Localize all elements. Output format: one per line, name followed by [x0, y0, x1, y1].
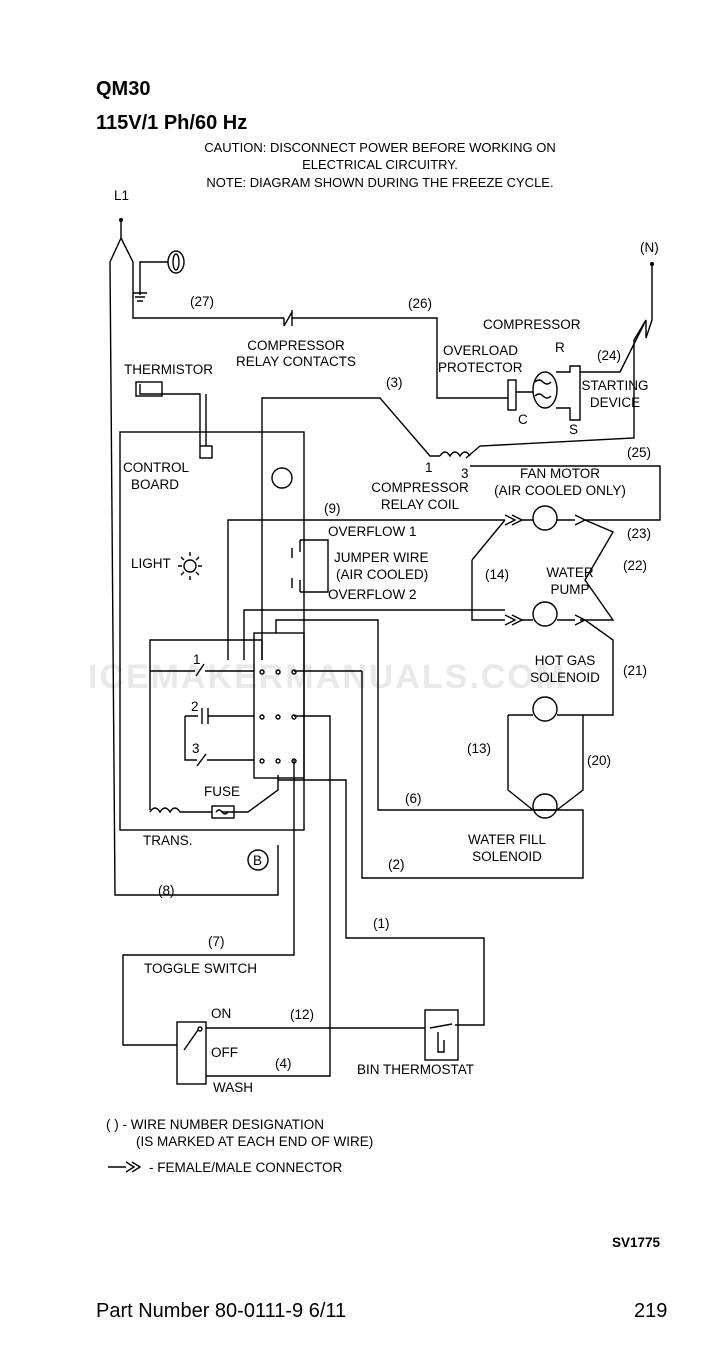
wire-3: (3) — [386, 375, 403, 390]
toggle-switch-label: TOGGLE SWITCH — [144, 961, 258, 976]
legend-wire-number-1: ( ) - WIRE NUMBER DESIGNATION — [106, 1117, 324, 1132]
wire-21: (21) — [623, 663, 648, 678]
fan-motor-label-2: (AIR COOLED ONLY) — [494, 483, 626, 498]
relay-coil-label-1: COMPRESSOR — [371, 480, 469, 495]
wire-26: (26) — [408, 296, 433, 311]
legend-wire-number-2: (IS MARKED AT EACH END OF WIRE) — [136, 1134, 374, 1149]
off-label: OFF — [211, 1045, 238, 1060]
l1-line — [109, 218, 284, 896]
l1-label: L1 — [114, 188, 130, 203]
relay-board-symbol — [122, 632, 485, 1077]
wire-9: (9) — [324, 501, 341, 516]
terminal-s-label: S — [569, 422, 579, 437]
thermistor-label: THERMISTOR — [124, 362, 214, 377]
watermark: ICEMAKERMANUALS.COM — [88, 658, 567, 696]
toggle-switch-and-thermostat-symbol — [176, 1009, 459, 1085]
diagram-code: SV1775 — [612, 1235, 661, 1250]
starting-device-label-2: DEVICE — [589, 395, 641, 410]
wire-12: (12) — [290, 1007, 315, 1022]
neutral-label: (N) — [640, 240, 659, 255]
wire-7: (7) — [208, 934, 225, 949]
light-label: LIGHT — [131, 556, 171, 571]
wire-23: (23) — [627, 526, 652, 541]
control-board-label-1: CONTROL — [123, 460, 190, 475]
trans-label: TRANS. — [143, 833, 193, 848]
fan-motor-label-1: FAN MOTOR — [519, 466, 600, 481]
wire-24: (24) — [597, 348, 622, 363]
overload-label-1: OVERLOAD — [443, 343, 519, 358]
jumper-wire-label-2: (AIR COOLED) — [336, 567, 429, 582]
overflow-2-label: OVERFLOW 2 — [328, 587, 417, 602]
hot-gas-label-2: SOLENOID — [530, 670, 600, 685]
coil-terminal-1-label: 1 — [425, 460, 433, 475]
wire-2: (2) — [388, 857, 405, 872]
overflow-1-label: OVERFLOW 1 — [328, 524, 417, 539]
wire-4: (4) — [275, 1056, 292, 1071]
ground-symbol — [133, 250, 185, 302]
relay-1-label: 1 — [193, 652, 201, 667]
power-title: 115V/1 Ph/60 Hz — [96, 112, 248, 134]
coil-terminal-3-label: 3 — [461, 466, 469, 481]
fan-motor-and-pump-symbol — [470, 465, 661, 716]
water-fill-label-1: WATER FILL — [467, 832, 546, 847]
wire-27: (27) — [190, 294, 215, 309]
fuse-label: FUSE — [204, 784, 241, 799]
compressor-relay-contacts-symbol — [283, 310, 508, 399]
water-pump-label-2: PUMP — [550, 582, 590, 597]
overload-label-2: PROTECTOR — [438, 360, 523, 375]
wire-22: (22) — [623, 558, 648, 573]
wire-6: (6) — [405, 791, 422, 806]
hot-gas-label-1: HOT GAS — [534, 653, 596, 668]
wire-25: (25) — [627, 445, 652, 460]
on-label: ON — [211, 1006, 232, 1021]
relay-contacts-label-1: COMPRESSOR — [247, 338, 345, 353]
water-pump-label-1: WATER — [546, 565, 594, 580]
bin-thermostat-label: BIN THERMOSTAT — [357, 1062, 475, 1077]
legend-connector: - FEMALE/MALE CONNECTOR — [149, 1160, 343, 1175]
caution-line-1: CAUTION: DISCONNECT POWER BEFORE WORKING… — [204, 140, 556, 155]
relay-contacts-label-2: RELAY CONTACTS — [235, 354, 357, 369]
model-title: QM30 — [96, 78, 151, 100]
terminal-c-label: C — [518, 412, 528, 427]
relay-coil-label-2: RELAY COIL — [380, 497, 460, 512]
wash-label: WASH — [213, 1080, 253, 1095]
solenoid-symbols — [275, 619, 584, 879]
relay-3-label: 3 — [192, 741, 200, 756]
starting-device-label-1: STARTING — [581, 378, 649, 393]
wire-8: (8) — [158, 883, 175, 898]
light-symbol — [178, 552, 202, 580]
relay-2-label: 2 — [191, 699, 199, 714]
wire-1: (1) — [373, 916, 390, 931]
jumper-wire-label-1: JUMPER WIRE — [334, 550, 429, 565]
control-board-label-2: BOARD — [131, 477, 180, 492]
compressor-relay-coil-symbol — [261, 397, 471, 660]
legend-connector-symbol — [108, 1161, 142, 1173]
wire-20: (20) — [587, 753, 612, 768]
part-number: Part Number 80-0111-9 6/11 — [96, 1300, 347, 1322]
freeze-cycle-note: NOTE: DIAGRAM SHOWN DURING THE FREEZE CY… — [206, 175, 554, 190]
transformer-fuse-symbol — [149, 805, 269, 871]
compressor-label: COMPRESSOR — [483, 317, 581, 332]
compressor-symbol — [465, 262, 654, 459]
b-label: B — [253, 853, 263, 868]
wire-14: (14) — [485, 567, 510, 582]
page-number: 219 — [634, 1300, 668, 1322]
wire-13: (13) — [467, 741, 492, 756]
caution-line-2: ELECTRICAL CIRCUITRY. — [302, 157, 458, 172]
terminal-r-label: R — [555, 340, 565, 355]
control-board-outline — [119, 381, 305, 831]
water-fill-label-2: SOLENOID — [472, 849, 542, 864]
overflow-jumper-symbol — [227, 519, 505, 660]
